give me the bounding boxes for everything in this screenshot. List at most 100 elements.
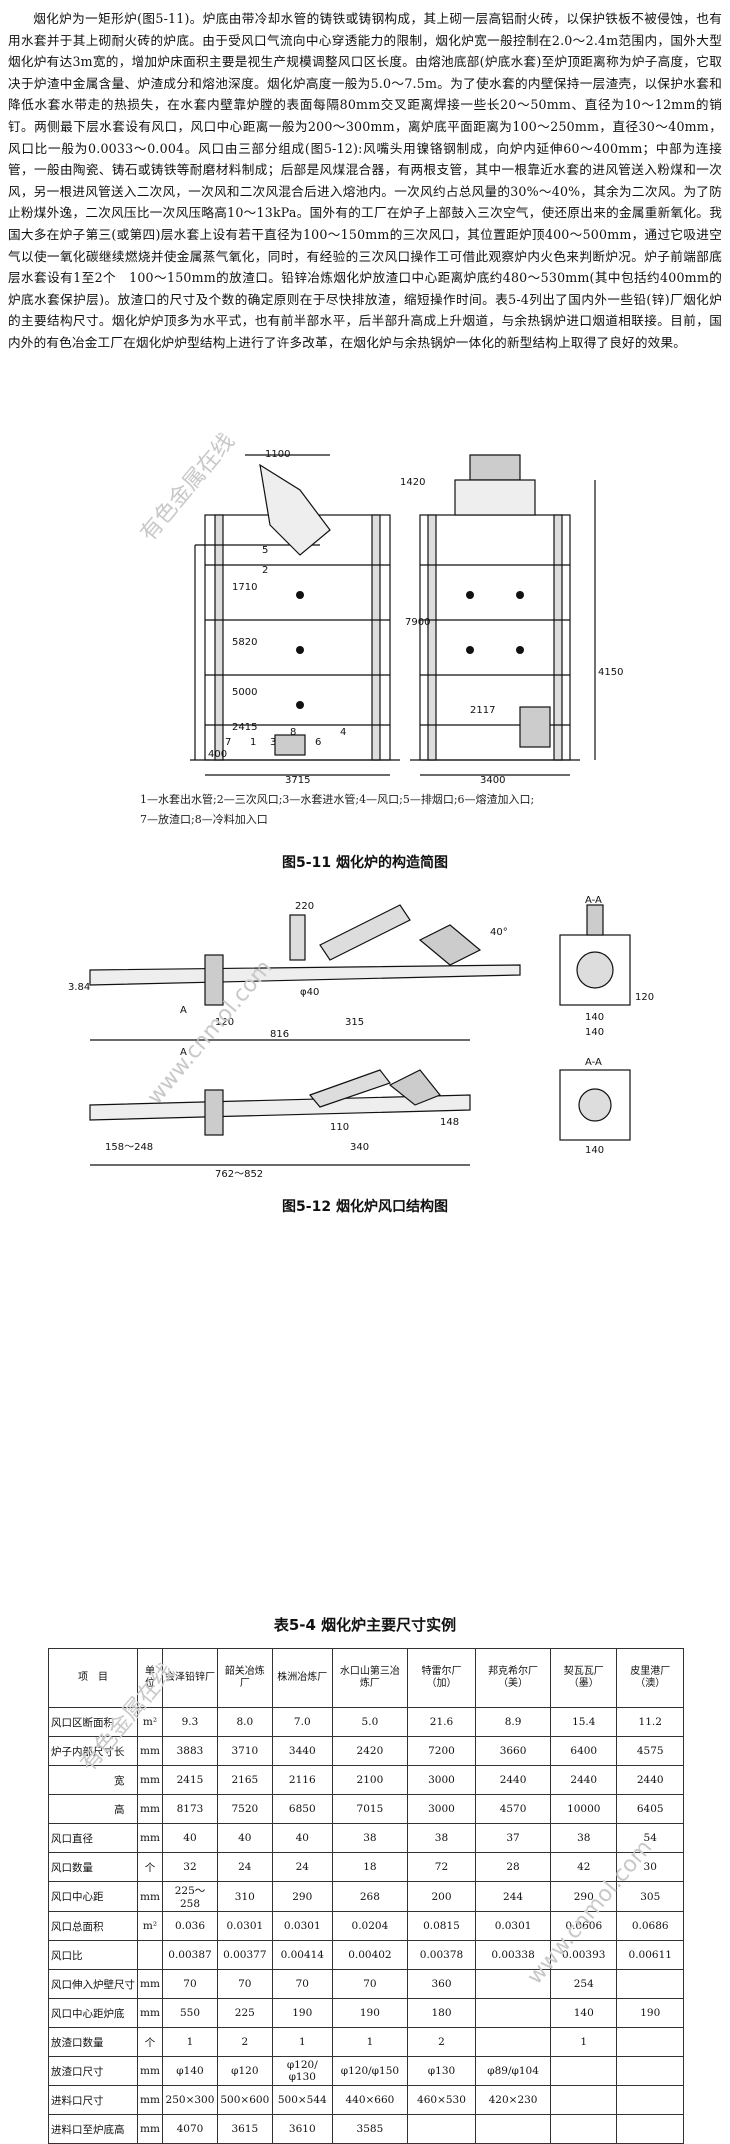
table-cell: 38 (550, 1823, 618, 1853)
table-cell: 2440 (616, 1765, 684, 1795)
table-cell: 2420 (331, 1736, 408, 1766)
table-cell: 3440 (271, 1736, 333, 1766)
table-cell: 420×230 (475, 2085, 552, 2115)
table-cell: 54 (616, 1823, 684, 1853)
table-cell (475, 1969, 552, 1999)
table-cell: 2 (406, 2027, 477, 2057)
table-cell: 250×300 (161, 2085, 219, 2115)
table-cell: 460×530 (406, 2085, 477, 2115)
table-cell: 225 (217, 1998, 273, 2028)
table-cell: 风口伸入炉壁尺寸 (48, 1969, 138, 1999)
table-cell: 500×600 (217, 2085, 273, 2115)
table-cell: 9.3 (161, 1707, 219, 1737)
table-header-cell: 邦克希尔厂（美） (475, 1648, 552, 1708)
figure-caption: 图5-12 烟化炉风口结构图 (282, 1199, 448, 1215)
table-cell: 0.0815 (406, 1911, 477, 1941)
table-cell: 310 (217, 1881, 273, 1912)
table-cell: 风口中心距炉底 (48, 1998, 138, 2028)
table-cell: mm (137, 2085, 163, 2115)
table-cell: 6400 (550, 1736, 618, 1766)
table-cell: 268 (331, 1881, 408, 1912)
table-cell (550, 2085, 618, 2115)
dim-2415: 2415 (232, 722, 257, 733)
dim-5000: 5000 (232, 687, 257, 698)
table-cell: mm (137, 1998, 163, 2028)
section-label-aa: A-A (585, 1057, 602, 1068)
table-cell: 2440 (475, 1765, 552, 1795)
table-cell (616, 2114, 684, 2144)
table-cell: 0.00338 (475, 1940, 552, 1970)
table-cell: 风口数量 (48, 1852, 138, 1882)
table-cell: 15.4 (550, 1707, 618, 1737)
table-cell: 2116 (271, 1765, 333, 1795)
table-cell: 190 (616, 1998, 684, 2028)
table-cell: 3000 (406, 1765, 477, 1795)
table-cell (550, 2114, 618, 2144)
table-cell: 190 (331, 1998, 408, 2028)
table-cell: 140 (550, 1998, 618, 2028)
table-cell (475, 2114, 552, 2144)
data-table: 项 目单位会泽铅锌厂韶关冶炼厂株洲冶炼厂水口山第三冶炼厂特雷尔厂（加）邦克希尔厂… (48, 1648, 684, 2144)
table-cell: 0.00402 (331, 1940, 408, 1970)
fig-num-4: 4 (340, 727, 346, 738)
table-header-cell: 契瓦瓦厂（墨） (550, 1648, 618, 1708)
table-cell: φ140 (161, 2056, 219, 2086)
table-header-cell: 特雷尔厂（加） (406, 1648, 477, 1708)
table-cell: 290 (550, 1881, 618, 1912)
table-cell: 21.6 (406, 1707, 477, 1737)
dim-3715: 3715 (285, 775, 310, 785)
figure-legend: 1—水套出水管;2—三次风口;3—水套进水管;4—风口;5—排烟口;6—熔渣加入… (140, 790, 620, 830)
table-cell: 0.0301 (217, 1911, 273, 1941)
fig-num-1: 1 (250, 737, 256, 748)
dim-phi40: φ40 (300, 987, 319, 998)
dim-816: 816 (270, 1029, 289, 1040)
table-cell: 7520 (217, 1794, 273, 1824)
dim-7900: 7900 (405, 617, 430, 628)
table-cell: 2165 (217, 1765, 273, 1795)
dim-220: 220 (295, 901, 314, 912)
table-cell: 2440 (550, 1765, 618, 1795)
table-cell: 7015 (331, 1794, 408, 1824)
table-cell: 7200 (406, 1736, 477, 1766)
table-cell: 个 (137, 2027, 163, 2057)
figure-furnace-diagram: 1100 1420 1710 5820 5000 2415 400 3715 7… (190, 449, 623, 785)
table-cell: 40 (217, 1823, 273, 1853)
table-cell: φ89/φ104 (475, 2056, 552, 2086)
fig-num-8: 8 (290, 727, 296, 738)
table-caption: 表5-4 烟化炉主要尺寸实例 (273, 1616, 457, 1634)
table-cell: 2415 (161, 1765, 219, 1795)
table-cell: m² (137, 1911, 163, 1941)
table-cell: 42 (550, 1852, 618, 1882)
dim-762-852: 762～852 (215, 1169, 263, 1180)
fig-num-5: 5 (262, 545, 268, 556)
table-cell: m² (137, 1707, 163, 1737)
table-cell: 高 (48, 1794, 138, 1824)
table-header-cell: 株洲冶炼厂 (271, 1648, 333, 1708)
table-cell: 18 (331, 1852, 408, 1882)
figure-caption: 图5-11 烟化炉的构造简图 (282, 855, 448, 871)
dim-340: 340 (350, 1142, 369, 1153)
table-cell: mm (137, 1736, 163, 1766)
dim-400: 400 (208, 749, 227, 760)
table-cell: 550 (161, 1998, 219, 2028)
table-cell: 7.0 (271, 1707, 333, 1737)
table-cell: 10000 (550, 1794, 618, 1824)
dim-1710: 1710 (232, 582, 257, 593)
table-cell: 0.00414 (271, 1940, 333, 1970)
table-cell: 炉子内部尺寸长 (48, 1736, 138, 1766)
table-cell: φ120/φ150 (331, 2056, 408, 2086)
table-cell: 0.00393 (550, 1940, 618, 1970)
